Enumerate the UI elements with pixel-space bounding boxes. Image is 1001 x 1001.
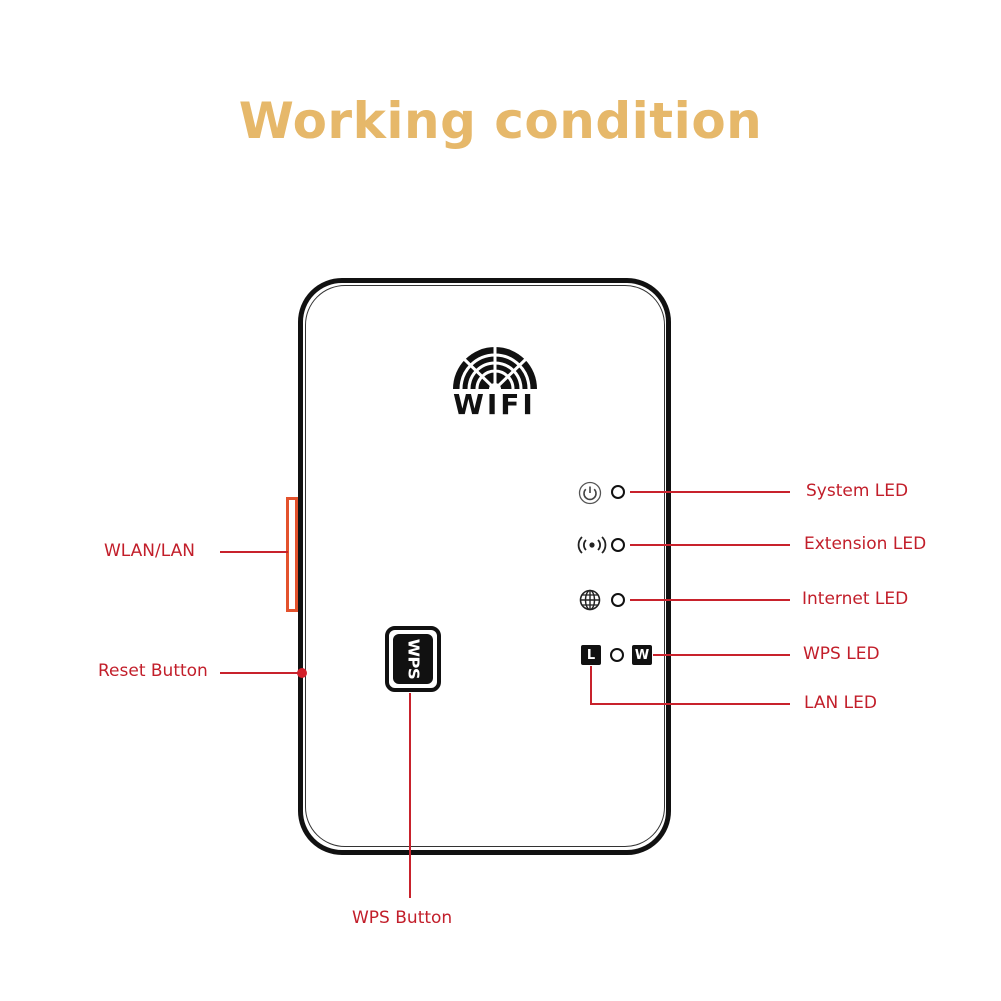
system-led-label: System LED xyxy=(806,481,909,501)
wps-button-text: WPS xyxy=(404,638,422,680)
extension-led xyxy=(611,538,625,552)
wps-led-label: WPS LED xyxy=(803,644,880,664)
reset-button-label: Reset Button xyxy=(98,661,208,681)
wlan-lan-leader-line xyxy=(220,551,288,553)
system-led-leader-line xyxy=(630,491,790,493)
internet-led xyxy=(611,593,625,607)
extension-led-leader-line xyxy=(630,544,790,546)
repeater-body xyxy=(298,278,671,855)
power-icon xyxy=(578,481,602,505)
page-title: Working condition xyxy=(238,92,763,150)
signal-broadcast-icon xyxy=(577,536,607,554)
lan-led-label: LAN LED xyxy=(804,693,877,713)
wifi-logo-text: WIFI xyxy=(453,388,536,421)
wps-icon: W xyxy=(632,645,652,665)
internet-led-label: Internet LED xyxy=(802,589,909,609)
system-led xyxy=(611,485,625,499)
wlan-lan-label: WLAN/LAN xyxy=(104,541,195,561)
reset-button-leader-line xyxy=(220,672,300,674)
lan-led-leader-line xyxy=(590,703,790,705)
repeater-body-inner-edge xyxy=(305,285,665,847)
wps-button-face: WPS xyxy=(393,634,433,684)
reset-button-dot[interactable] xyxy=(297,668,307,678)
lan-icon: L xyxy=(581,645,601,665)
wps-button-leader-line xyxy=(409,693,411,898)
extension-led-label: Extension LED xyxy=(804,534,927,554)
wps-led-leader-line xyxy=(653,654,790,656)
wlan-lan-port[interactable] xyxy=(286,497,298,612)
globe-icon xyxy=(579,589,601,611)
lan-led-leader-line-vertical xyxy=(590,666,592,704)
internet-led-leader-line xyxy=(630,599,790,601)
wps-button-label: WPS Button xyxy=(352,908,453,928)
wifi-logo-icon xyxy=(453,347,537,395)
wps-physical-button[interactable]: WPS xyxy=(385,626,441,692)
lan-wps-led xyxy=(610,648,624,662)
